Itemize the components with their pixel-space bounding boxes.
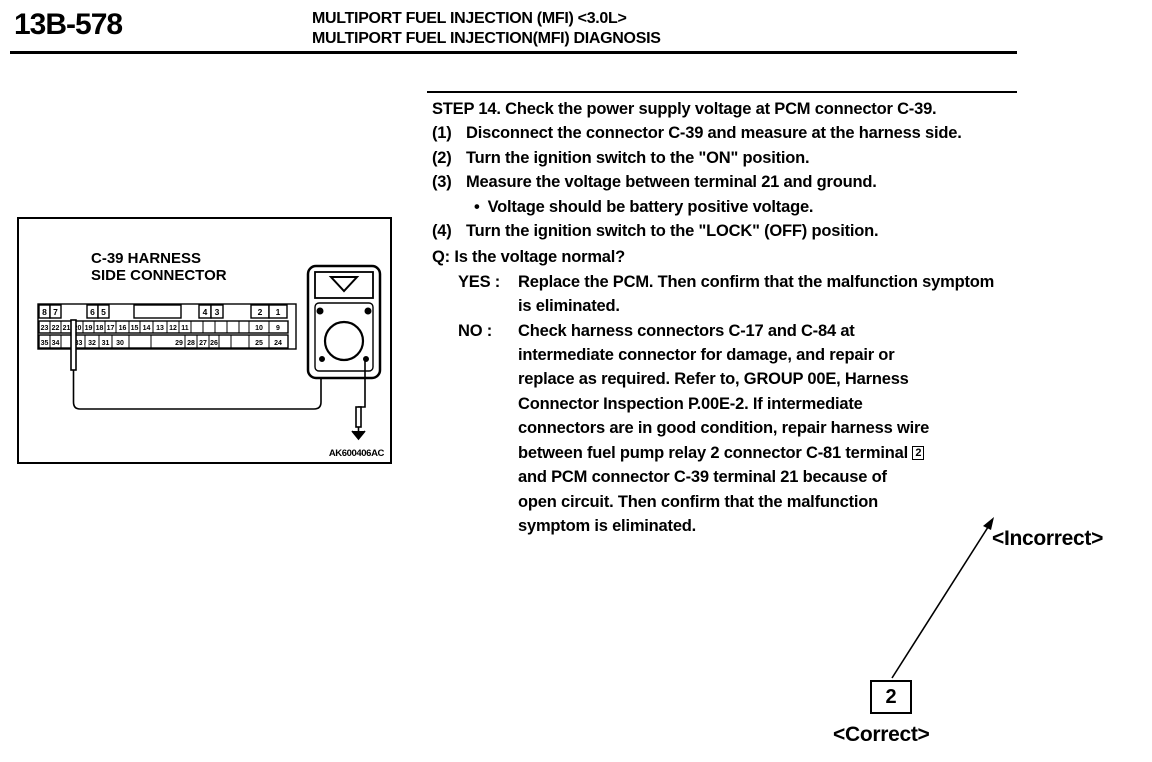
connector-drawing: 8 7 6 5 4 3 2 1 23 22 21 20 19 18 17 16 … bbox=[37, 264, 382, 441]
pin-label: 7 bbox=[53, 307, 58, 317]
no-line: replace as required. Refer to, GROUP 00E… bbox=[518, 370, 909, 389]
diagram-title: C-39 HARNESS SIDE CONNECTOR bbox=[91, 250, 227, 284]
no-line-text: between fuel pump relay 2 connector C-81… bbox=[518, 443, 908, 462]
pin-label: 20 bbox=[74, 325, 82, 332]
pin-label: 30 bbox=[116, 340, 124, 347]
pin-label: 24 bbox=[274, 340, 282, 347]
header-rule bbox=[10, 51, 1017, 54]
pin-label: 11 bbox=[181, 325, 189, 332]
step-text: Measure the voltage between terminal 21 … bbox=[466, 173, 877, 192]
step-text: Turn the ignition switch to the "LOCK" (… bbox=[466, 222, 879, 241]
pin-label: 25 bbox=[255, 340, 263, 347]
procedure-step: (3) Measure the voltage between terminal… bbox=[432, 170, 1022, 194]
no-line: open circuit. Then confirm that the malf… bbox=[518, 492, 879, 511]
step-rule bbox=[427, 91, 1017, 93]
connector-diagram: C-39 HARNESS SIDE CONNECTOR bbox=[17, 217, 392, 464]
diagram-title-line2: SIDE CONNECTOR bbox=[91, 267, 227, 284]
no-line: Connector Inspection P.00E-2. If interme… bbox=[518, 394, 863, 413]
no-line: Check harness connectors C-17 and C-84 a… bbox=[518, 321, 855, 340]
page-number: 13B-578 bbox=[14, 8, 123, 41]
pin-label: 12 bbox=[169, 325, 177, 332]
pin-label: 32 bbox=[88, 340, 96, 347]
diagram-code: AK600406AC bbox=[328, 448, 385, 459]
pin-label: 16 bbox=[119, 325, 127, 332]
probe-lead bbox=[70, 319, 322, 410]
correct-value-box: 2 bbox=[870, 680, 912, 714]
pin-label: 29 bbox=[175, 340, 183, 347]
step-number: (4) bbox=[432, 222, 452, 241]
incorrect-label: <Incorrect> bbox=[992, 527, 1104, 550]
pin-label: 8 bbox=[42, 307, 47, 317]
pin-label: 26 bbox=[210, 340, 218, 347]
pin-label: 23 bbox=[41, 325, 49, 332]
header: MULTIPORT FUEL INJECTION (MFI) <3.0L> MU… bbox=[312, 9, 661, 49]
voltage-bullet: Voltage should be battery positive volta… bbox=[432, 195, 1022, 219]
step-text: Turn the ignition switch to the "ON" pos… bbox=[466, 148, 810, 167]
pin-label: 14 bbox=[143, 325, 151, 332]
question: Q: Is the voltage normal? bbox=[432, 248, 626, 267]
pin-label: 17 bbox=[107, 325, 115, 332]
step-number: (1) bbox=[432, 124, 452, 143]
procedure-step: (1) Disconnect the connector C-39 and me… bbox=[432, 121, 1022, 145]
procedure-step: (2) Turn the ignition switch to the "ON"… bbox=[432, 146, 1022, 170]
pin-label: 4 bbox=[203, 307, 208, 317]
pin-label: 27 bbox=[199, 340, 207, 347]
pin-label: 35 bbox=[41, 340, 49, 347]
answer-no: NO : Check harness connectors C-17 and C… bbox=[432, 319, 1022, 539]
no-line: symptom is eliminated. bbox=[518, 516, 697, 535]
pin-label: 28 bbox=[187, 340, 195, 347]
pin-label: 22 bbox=[52, 325, 60, 332]
pin-label: 15 bbox=[131, 325, 139, 332]
no-line: intermediate connector for damage, and r… bbox=[518, 346, 895, 365]
correct-label: <Correct> bbox=[833, 723, 930, 746]
no-label: NO : bbox=[458, 321, 493, 340]
no-line: between fuel pump relay 2 connector C-81… bbox=[518, 441, 1002, 465]
answer-yes: YES : Replace the PCM. Then confirm that… bbox=[432, 270, 1022, 319]
pin-label: 5 bbox=[101, 307, 106, 317]
step-number: (3) bbox=[432, 173, 452, 192]
pin-label: 10 bbox=[255, 325, 263, 332]
pin-label: 21 bbox=[63, 325, 71, 332]
procedure-step: (4) Turn the ignition switch to the "LOC… bbox=[432, 219, 1022, 243]
pin-label: 1 bbox=[276, 307, 281, 317]
pin-label: 9 bbox=[276, 325, 280, 332]
pin-label: 34 bbox=[52, 340, 60, 347]
yes-label: YES : bbox=[458, 272, 501, 291]
terminal-marker: 2 bbox=[912, 446, 925, 461]
pin-label: 3 bbox=[215, 307, 220, 317]
step-text: Disconnect the connector C-39 and measur… bbox=[466, 124, 962, 143]
header-title: MULTIPORT FUEL INJECTION (MFI) <3.0L> bbox=[312, 10, 627, 27]
pin-label: 33 bbox=[75, 340, 83, 347]
header-subtitle: MULTIPORT FUEL INJECTION(MFI) DIAGNOSIS bbox=[312, 30, 661, 47]
pin-label: 31 bbox=[102, 340, 110, 347]
pin-label: 13 bbox=[156, 325, 164, 332]
step-number: (2) bbox=[432, 148, 452, 167]
voltmeter bbox=[306, 264, 382, 380]
no-line: and PCM connector C-39 terminal 21 becau… bbox=[518, 468, 887, 487]
yes-text: Replace the PCM. Then confirm that the m… bbox=[518, 272, 995, 316]
pin-label: 19 bbox=[85, 325, 93, 332]
procedure: STEP 14. Check the power supply voltage … bbox=[432, 97, 1022, 538]
no-line: connectors are in good condition, repair… bbox=[518, 419, 930, 438]
pin-label: 6 bbox=[90, 307, 95, 317]
step-title: STEP 14. Check the power supply voltage … bbox=[432, 100, 937, 118]
pin-label: 2 bbox=[258, 307, 263, 317]
diagram-title-line1: C-39 HARNESS bbox=[91, 250, 202, 267]
no-text: Check harness connectors C-17 and C-84 a… bbox=[518, 319, 1002, 539]
ground-lead bbox=[351, 361, 366, 441]
pin-label: 18 bbox=[96, 325, 104, 332]
